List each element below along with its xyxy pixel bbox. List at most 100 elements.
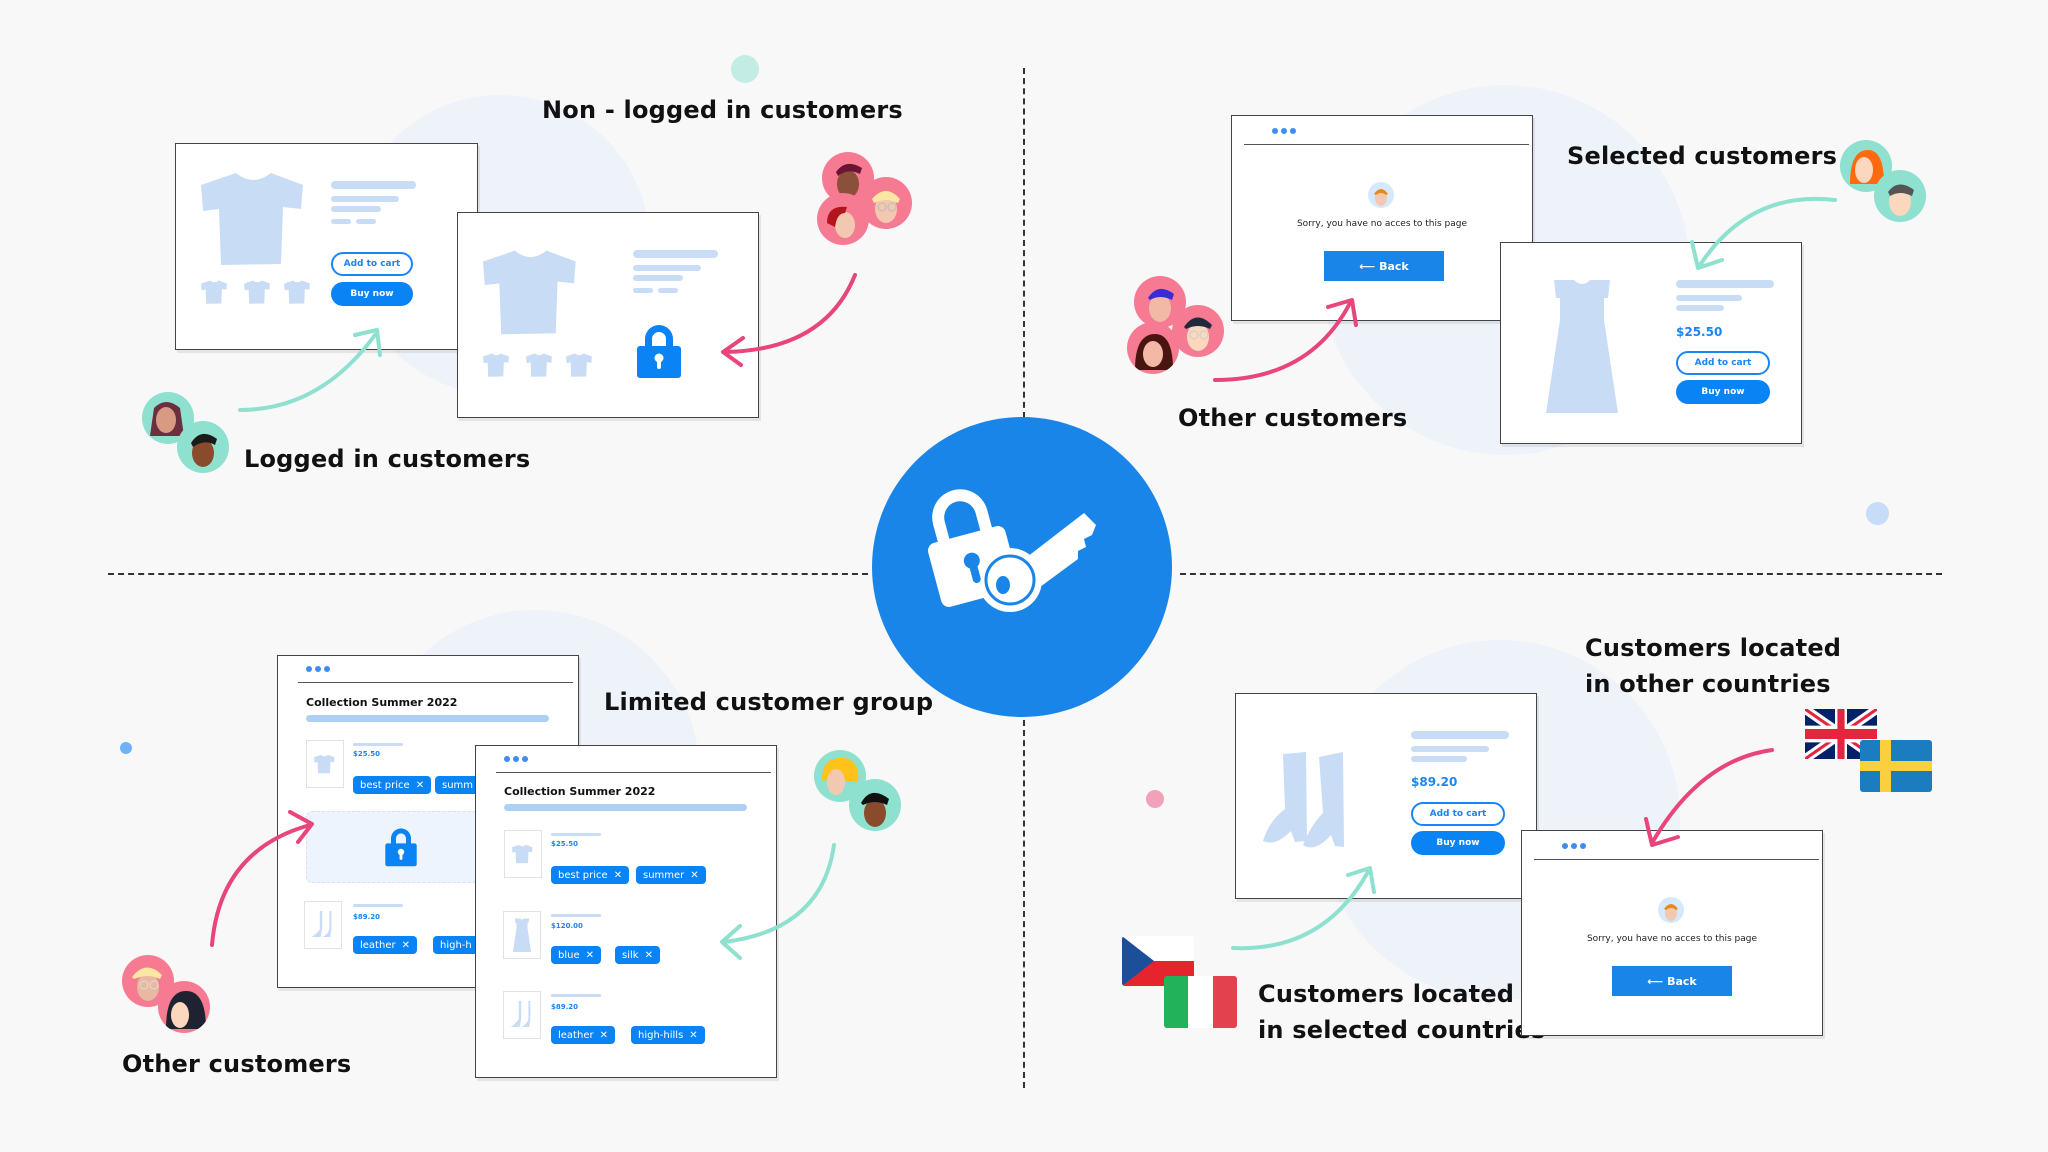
text-placeholder	[356, 219, 376, 224]
tshirt-image	[201, 173, 303, 265]
product-thumb	[504, 830, 542, 878]
product-card-boots: $89.20 Add to cart Buy now	[1235, 693, 1537, 899]
label-customers-other-countries-line2: in other countries	[1585, 670, 1831, 698]
product-price: $89.20	[1411, 775, 1458, 789]
text-placeholder	[658, 288, 678, 293]
avatar-woman-red-hair	[817, 193, 869, 245]
buy-now-button[interactable]: Buy now	[331, 282, 413, 306]
tag-chip[interactable]: best price ✕	[353, 776, 432, 794]
buy-now-button[interactable]: Buy now	[1676, 380, 1770, 404]
product-card-allowed: Add to cart Buy now	[175, 143, 478, 350]
collection-title: Collection Summer 2022	[306, 696, 458, 709]
text-placeholder	[1411, 731, 1509, 739]
tag-chip[interactable]: best price ✕	[551, 866, 630, 884]
product-thumb	[503, 911, 541, 959]
italy-flag	[1164, 976, 1237, 1028]
window-dots	[1272, 128, 1296, 134]
text-placeholder	[331, 181, 416, 189]
item-price: $25.50	[551, 840, 579, 848]
text-placeholder	[1676, 305, 1724, 311]
decor-dot-pink	[1146, 790, 1164, 808]
allow-arrow	[720, 843, 836, 960]
tag-close-icon[interactable]: ✕	[401, 939, 410, 951]
add-to-cart-button[interactable]: Add to cart	[331, 252, 413, 276]
label-limited-customer-group: Limited customer group	[604, 688, 934, 716]
tag-close-icon[interactable]: ✕	[689, 1029, 698, 1041]
boots-image	[1263, 752, 1344, 848]
add-to-cart-button[interactable]: Add to cart	[1676, 351, 1770, 375]
text-placeholder	[331, 196, 399, 202]
text-placeholder	[1676, 295, 1742, 301]
allow-arrow	[1690, 196, 1837, 270]
tag-chip[interactable]: leather ✕	[353, 936, 417, 954]
tag-close-icon[interactable]: ✕	[613, 869, 623, 881]
item-price: $89.20	[353, 913, 381, 921]
window-header-line	[1244, 144, 1529, 145]
item-price: $25.50	[353, 750, 381, 758]
center-lock-key-badge	[872, 417, 1172, 717]
product-thumb	[503, 991, 541, 1039]
avatar-woman-dark-hair	[1127, 322, 1179, 374]
window-dots	[306, 666, 330, 672]
deny-arrow	[210, 810, 314, 947]
product-card-locked	[457, 212, 759, 418]
avatar-man-dark-skin	[177, 421, 229, 473]
text-placeholder	[633, 275, 683, 281]
tshirt-thumbnail	[566, 353, 592, 377]
back-button[interactable]: ⟵ Back	[1612, 966, 1732, 996]
tag-chip[interactable]: summ	[435, 776, 480, 794]
collection-title: Collection Summer 2022	[504, 785, 656, 798]
window-header-line	[1534, 859, 1819, 860]
product-thumb	[306, 740, 344, 788]
access-denied-card: Sorry, you have no acces to this page ⟵ …	[1521, 830, 1823, 1036]
text-placeholder	[353, 904, 403, 907]
label-customers-selected-countries-line2: in selected countries	[1258, 1016, 1546, 1044]
window-header-line	[496, 772, 771, 773]
label-non-logged-in-customers: Non - logged in customers	[542, 96, 903, 124]
tag-chip[interactable]: high-hills ✕	[631, 1026, 705, 1044]
tag-chip[interactable]: high-h	[433, 936, 478, 954]
back-arrow-icon: ⟵	[1359, 259, 1376, 273]
back-button[interactable]: ⟵ Back	[1324, 251, 1444, 281]
tshirt-thumbnail	[483, 353, 509, 377]
product-price: $25.50	[1676, 325, 1723, 339]
window-header-line	[298, 682, 573, 683]
item-price: $89.20	[551, 1003, 579, 1011]
text-placeholder	[1411, 756, 1467, 762]
tag-close-icon[interactable]: ✕	[690, 869, 699, 881]
tag-chip[interactable]: silk ✕	[615, 946, 660, 964]
decor-dot-lightblue	[1866, 502, 1889, 525]
deny-arrow	[721, 273, 857, 367]
avatar-man-glasses	[1172, 305, 1224, 357]
label-customers-selected-countries-line1: Customers located	[1258, 980, 1515, 1008]
tag-chip[interactable]: leather ✕	[551, 1026, 615, 1044]
tshirt-thumbnail	[244, 280, 270, 304]
deny-arrow	[1644, 748, 1774, 847]
lock-and-key-icon	[928, 489, 1096, 612]
tshirt-image	[483, 250, 576, 335]
buy-now-button[interactable]: Buy now	[1411, 831, 1505, 855]
tag-chip[interactable]: summer ✕	[636, 866, 706, 884]
add-to-cart-button[interactable]: Add to cart	[1411, 802, 1505, 826]
window-dots	[1562, 843, 1586, 849]
allow-arrow	[1231, 866, 1376, 951]
product-thumb	[304, 901, 342, 949]
label-other-customers-bl: Other customers	[122, 1050, 352, 1078]
back-button-label: Back	[1667, 974, 1697, 988]
tag-chip[interactable]: blue ✕	[551, 946, 602, 964]
deny-arrow	[1213, 298, 1358, 382]
text-placeholder	[353, 743, 403, 746]
window-dots	[504, 756, 528, 762]
tag-close-icon[interactable]: ✕	[599, 1029, 608, 1041]
tag-close-icon[interactable]: ✕	[415, 779, 425, 791]
back-button-label: Back	[1379, 259, 1409, 273]
title-underline-bar	[504, 804, 747, 811]
locked-item-placeholder	[306, 811, 486, 883]
tshirt-thumbnail	[284, 280, 310, 304]
collection-card-allowed: Collection Summer 2022 $25.50 best price…	[475, 745, 777, 1078]
tag-close-icon[interactable]: ✕	[644, 949, 653, 961]
decor-dot-blue	[120, 742, 132, 754]
tag-close-icon[interactable]: ✕	[585, 949, 595, 961]
no-access-message: Sorry, you have no acces to this page	[1586, 934, 1758, 944]
avatar-man-grey-hair	[1874, 170, 1926, 222]
